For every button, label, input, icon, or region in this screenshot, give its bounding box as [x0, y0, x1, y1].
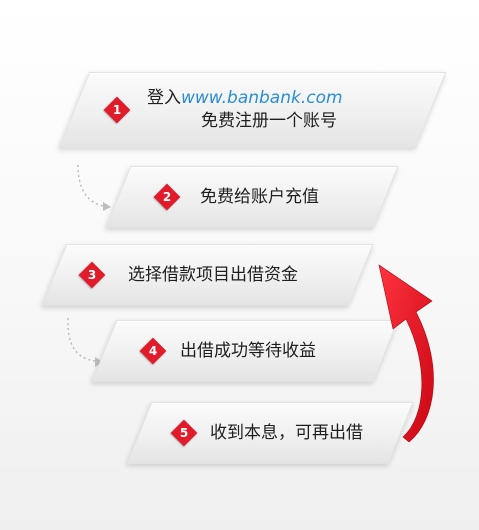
step-4: 4 出借成功等待收益 — [91, 320, 399, 382]
step-4-text: 出借成功等待收益 — [180, 320, 376, 382]
step-1-line-1: 登入www.banbank.com — [147, 87, 391, 110]
step-1: 1 登入www.banbank.com 免费注册一个账号 — [58, 72, 447, 148]
connector-arrow-1-2 — [77, 164, 104, 207]
step-4-number: 4 — [148, 344, 158, 358]
step-3-badge: 3 — [81, 264, 103, 286]
step-5-text: 收到本息，可再出借 — [210, 402, 391, 464]
step-1-badge: 1 — [106, 99, 128, 121]
step-5-number: 5 — [179, 426, 189, 440]
step-4-badge: 4 — [142, 340, 164, 362]
step-5-badge: 5 — [173, 422, 195, 444]
step-2-label: 免费给账户充值 — [200, 186, 319, 207]
step-2: 2 免费给账户充值 — [105, 166, 399, 228]
step-2-number: 2 — [162, 190, 172, 204]
step-3-text: 选择借款项目出借资金 — [128, 244, 351, 306]
step-3-label: 选择借款项目出借资金 — [128, 264, 298, 285]
step-1-prefix: 登入 — [147, 88, 181, 108]
step-1-line-2: 免费注册一个账号 — [201, 111, 337, 131]
red-curved-arrow-icon — [378, 264, 434, 443]
step-5: 5 收到本息，可再出借 — [126, 402, 414, 464]
step-1-text: 登入www.banbank.com 免费注册一个账号 — [147, 72, 391, 148]
connector-arrow-3-4 — [67, 317, 96, 362]
step-3-number: 3 — [87, 268, 97, 282]
connector-arrowhead-1-2 — [103, 202, 111, 211]
step-2-badge: 2 — [156, 186, 178, 208]
step-2-text: 免费给账户充值 — [200, 166, 376, 228]
step-1-number: 1 — [112, 103, 122, 117]
website-link[interactable]: www.banbank.com — [181, 88, 343, 108]
step-5-label: 收到本息，可再出借 — [210, 422, 363, 443]
step-4-label: 出借成功等待收益 — [180, 340, 316, 361]
step-3: 3 选择借款项目出借资金 — [41, 244, 374, 306]
